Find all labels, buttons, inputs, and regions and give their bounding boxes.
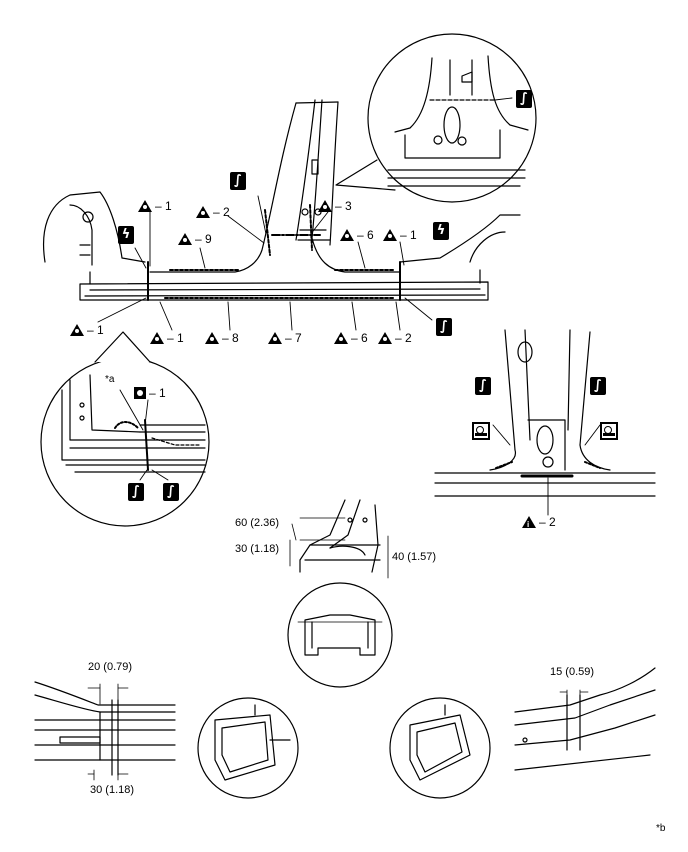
spot-weld-icon <box>138 200 152 212</box>
spot-weld-icon <box>70 324 84 336</box>
spot-weld-callout-9: – 9 <box>178 232 212 246</box>
spot-weld-callout-7: – 7 <box>268 331 302 345</box>
spot-weld-icon <box>318 200 332 212</box>
spot-weld-icon <box>340 229 354 241</box>
info-weld-icon <box>522 516 536 532</box>
spot-weld-callout-8: – 8 <box>205 331 239 345</box>
spot-weld-icon <box>150 332 164 344</box>
section-circle-top <box>287 582 393 688</box>
spot-weld-icon <box>268 332 282 344</box>
leader-lines <box>97 195 433 331</box>
spot-weld-icon <box>383 229 397 241</box>
saw-cut-icon: ∫ <box>475 377 491 395</box>
detail-bottom-left <box>34 681 176 781</box>
dimension-20: 20 (0.79) <box>88 661 133 673</box>
dimension-40: 40 (1.57) <box>392 551 437 563</box>
saw-cut-icon: ∫ <box>516 90 532 108</box>
spot-weld-icon <box>378 332 392 344</box>
section-measure <box>289 499 389 579</box>
spot-weld-icon <box>178 233 192 245</box>
saw-cut-icon: ∫ <box>590 377 606 395</box>
section-circle-right <box>389 697 491 799</box>
dimension-15: 15 (0.59) <box>550 666 595 678</box>
section-profile-right <box>409 704 471 781</box>
cut-lines <box>147 234 401 301</box>
brazing-icon: ϟ <box>118 226 134 244</box>
spot-weld-callout-6a: – 6 <box>340 228 374 242</box>
sealer-icon <box>600 422 618 440</box>
detail-top-content <box>387 55 529 187</box>
saw-cut-icon: ∫ <box>230 172 246 190</box>
detail-bottom-right <box>514 667 656 771</box>
body-side-outline <box>42 99 521 301</box>
dimension-30-top: 30 (1.18) <box>235 543 280 555</box>
info-weld-callout-2: – 2 <box>522 515 556 532</box>
saw-cut-icon: ∫ <box>128 483 144 501</box>
spot-weld-callout-1a: – 1 <box>138 199 172 213</box>
plug-weld-callout-1: – 1 <box>134 386 166 400</box>
spot-weld-icon <box>205 332 219 344</box>
label-a: *a <box>105 374 115 385</box>
spot-weld-icon <box>196 206 210 218</box>
brazing-icon: ϟ <box>433 222 449 240</box>
spot-weld-callout-1c: – 1 <box>70 323 104 337</box>
dimension-30-bottom: 30 (1.18) <box>90 784 135 796</box>
spot-weld-icon <box>334 332 348 344</box>
detail-circle-left <box>40 357 210 527</box>
spot-weld-callout-2b: – 2 <box>378 331 412 345</box>
saw-cut-icon: ∫ <box>163 483 179 501</box>
detail-circle-top <box>367 33 537 203</box>
detail-left-content <box>61 374 206 481</box>
section-circle-left <box>197 697 299 799</box>
spot-weld-callout-2: – 2 <box>196 205 230 219</box>
spot-weld-callout-1b: – 1 <box>383 228 417 242</box>
section-profile-left <box>214 704 291 781</box>
label-b: *b <box>656 823 666 834</box>
weld-lines <box>164 204 396 299</box>
dimension-60: 60 (2.36) <box>235 517 280 529</box>
saw-cut-icon: ∫ <box>436 318 452 336</box>
sealer-icon <box>472 422 490 440</box>
spot-weld-callout-3: – 3 <box>318 199 352 213</box>
plug-weld-icon <box>134 387 146 399</box>
spot-weld-callout-1d: – 1 <box>150 331 184 345</box>
section-profile-top <box>297 614 383 656</box>
spot-weld-callout-6b: – 6 <box>334 331 368 345</box>
detail-right <box>434 329 656 516</box>
